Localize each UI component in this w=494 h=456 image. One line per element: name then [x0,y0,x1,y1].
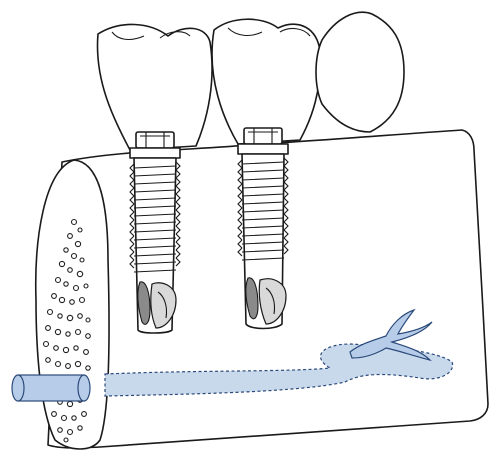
crown-1 [97,24,212,150]
crown-2 [212,19,320,144]
crown-3 [316,12,404,132]
implant-1 [130,132,180,333]
nerve-cylinder [12,375,90,401]
bone-cross-section [36,160,109,449]
implant-2 [238,128,288,329]
